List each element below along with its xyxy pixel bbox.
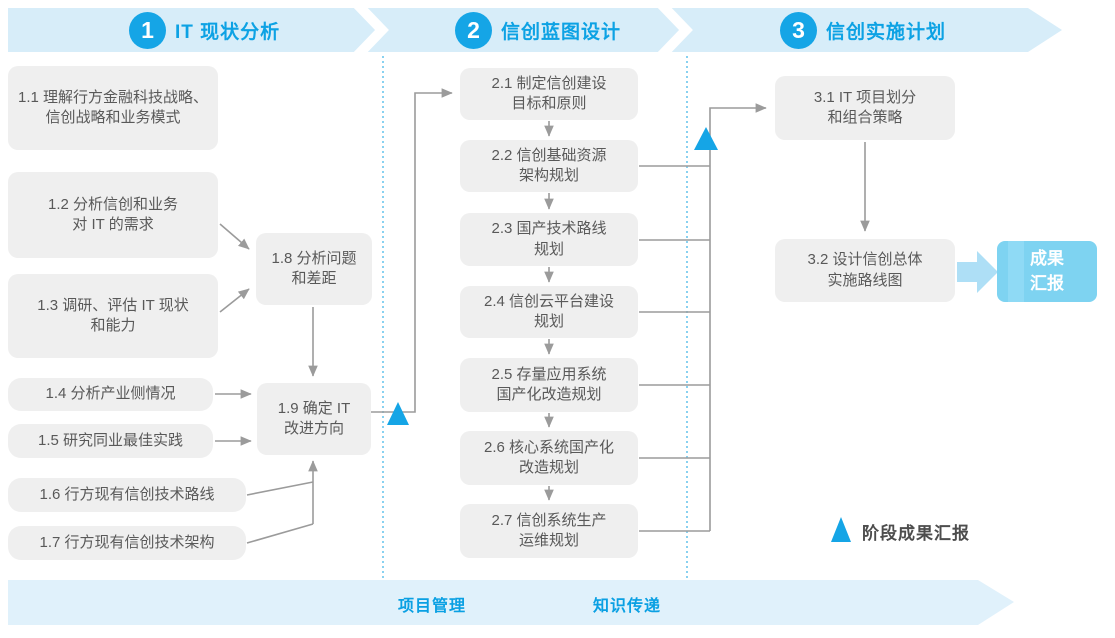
step-box-1-3: 1.3 调研、评估 IT 现状 和能力: [8, 274, 218, 358]
phase-3-number-badge: 3: [780, 11, 817, 49]
step-box-2-1: 2.1 制定信创建设 目标和原则: [460, 68, 638, 120]
step-box-3-2: 3.2 设计信创总体 实施路线图: [775, 239, 955, 302]
step-box-1-7: 1.7 行方现有信创技术架构: [8, 526, 246, 560]
bottom-band-label-project-management: 项目管理: [398, 598, 467, 615]
result-report-label: 成果 汇报: [1030, 248, 1064, 293]
step-box-2-6: 2.6 核心系统国产化 改造规划: [460, 431, 638, 485]
result-arrow: [957, 251, 998, 293]
step-box-2-5: 2.5 存量应用系统 国产化改造规划: [460, 358, 638, 412]
bottom-band-label-knowledge-transfer: 知识传递: [593, 598, 662, 615]
phase-2-title: 信创蓝图设计: [501, 21, 622, 43]
band-chevron-1: [352, 0, 389, 61]
step-box-1-1: 1.1 理解行方金融科技战略、 信创战略和业务模式: [8, 66, 218, 150]
legend-triangle-icon: [831, 517, 851, 542]
phase-2-header: 2 信创蓝图设计: [455, 11, 621, 49]
step-box-2-7: 2.7 信创系统生产 运维规划: [460, 504, 638, 558]
legend-label: 阶段成果汇报: [862, 524, 970, 543]
phase-3-title: 信创实施计划: [826, 21, 947, 43]
phase1-connectors: [215, 88, 453, 544]
step-box-2-3: 2.3 国产技术路线 规划: [460, 213, 638, 266]
phase-1-title: IT 现状分析: [175, 21, 281, 43]
bottom-band: [8, 580, 1014, 625]
band-chevron-2: [656, 0, 693, 61]
step-box-1-6: 1.6 行方现有信创技术路线: [8, 478, 246, 512]
phase-3-header: 3 信创实施计划: [780, 11, 946, 49]
step-box-1-4: 1.4 分析产业侧情况: [8, 378, 213, 411]
milestone-triangle-phase2-icon: [694, 127, 718, 150]
phase-2-number-badge: 2: [455, 11, 492, 49]
step-box-2-2: 2.2 信创基础资源 架构规划: [460, 140, 638, 192]
step-box-1-9: 1.9 确定 IT 改进方向: [257, 383, 371, 455]
step-box-1-8: 1.8 分析问题 和差距: [256, 233, 372, 305]
result-report-box: 成果 汇报: [997, 241, 1097, 302]
step-box-2-4: 2.4 信创云平台建设 规划: [460, 286, 638, 338]
phase2-to-phase3-bus: [639, 103, 870, 532]
phase-1-number-badge: 1: [129, 11, 166, 49]
step-box-3-1: 3.1 IT 项目划分 和组合策略: [775, 76, 955, 140]
milestone-triangle-phase1-icon: [387, 402, 409, 425]
step-box-1-2: 1.2 分析信创和业务 对 IT 的需求: [8, 172, 218, 258]
phase-1-header: 1 IT 现状分析: [129, 11, 280, 49]
step-box-1-5: 1.5 研究同业最佳实践: [8, 424, 213, 458]
